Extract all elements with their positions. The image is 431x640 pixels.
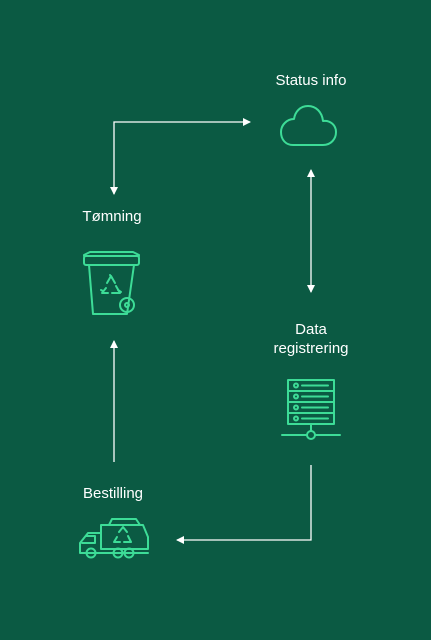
node-label-data-registrering: Data registrering bbox=[273, 321, 349, 357]
recycling-bin-icon bbox=[83, 251, 140, 315]
server-icon bbox=[281, 379, 341, 440]
cloud-icon bbox=[280, 105, 337, 146]
garbage-truck-icon bbox=[79, 518, 149, 559]
node-label-tomning: Tømning bbox=[82, 208, 142, 225]
node-label-status-info: Status info bbox=[275, 72, 347, 89]
node-label-bestilling: Bestilling bbox=[82, 485, 144, 502]
arrow-tomning-to-status-info bbox=[110, 118, 251, 195]
arrow-data-registrering-to-bestilling bbox=[176, 465, 312, 544]
